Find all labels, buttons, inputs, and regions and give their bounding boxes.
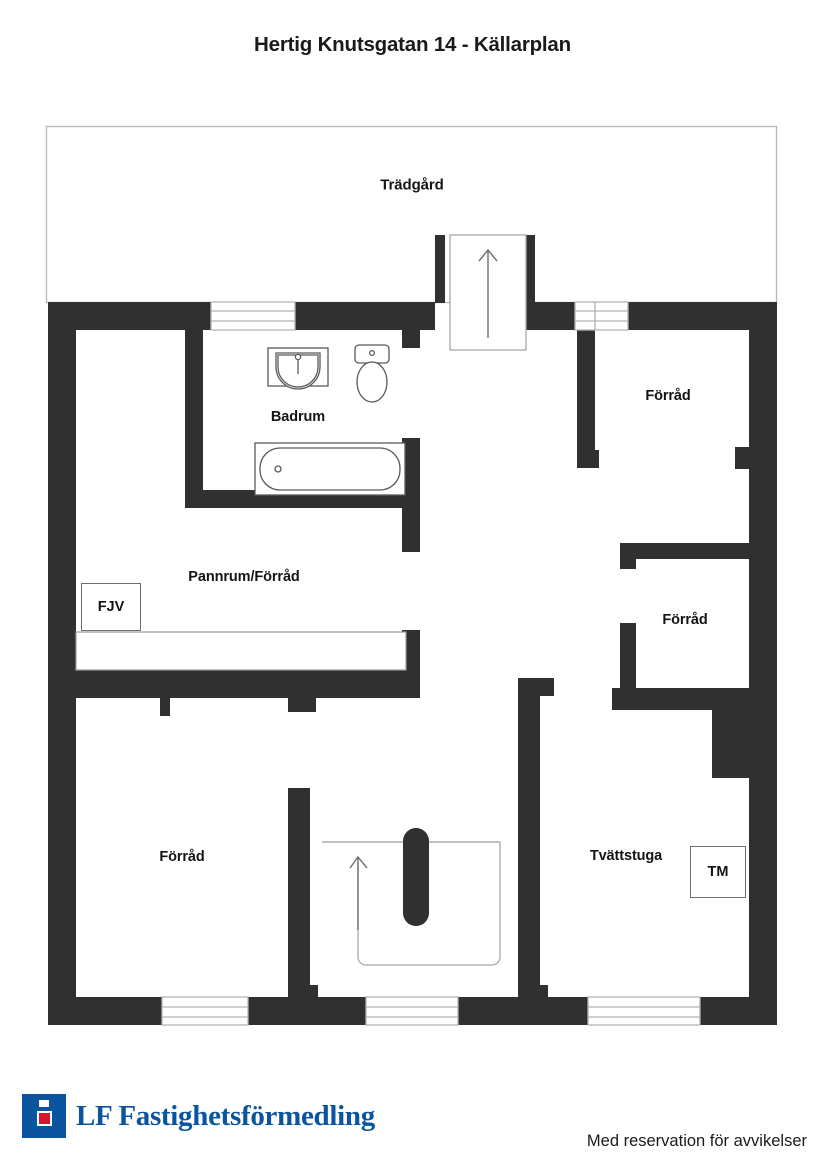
window-bottom-left: [161, 996, 249, 1026]
room-label-forrad-upper-right: Förråd: [645, 388, 691, 404]
toilet-icon: [354, 344, 390, 403]
bathroom-fixtures: [254, 344, 406, 496]
upper-stair: [449, 234, 527, 351]
fjv-unit: FJV: [81, 583, 141, 631]
windows: [161, 301, 701, 1026]
walls: [48, 235, 777, 1025]
tm-label: TM: [707, 864, 729, 880]
garden-area: [45, 125, 778, 304]
window-top-right-b: [594, 301, 629, 331]
room-label-pannrum-forrad: Pannrum/Förråd: [188, 569, 300, 585]
pannrum-shelf: [75, 631, 407, 671]
disclaimer-text: Med reservation för avvikelser: [586, 1132, 807, 1150]
footer: LF Fastighetsförmedling Med reservation …: [0, 1080, 825, 1167]
window-bottom-right: [587, 996, 701, 1026]
lower-stair: [322, 828, 501, 966]
garden-label: Trädgård: [380, 176, 444, 194]
room-label-forrad-lower-left: Förråd: [159, 849, 205, 865]
bathtub-icon: [254, 442, 406, 496]
window-top-left: [210, 301, 296, 331]
lf-logo-icon: [22, 1094, 66, 1138]
brand-name: LF Fastighetsförmedling: [76, 1099, 375, 1132]
sink-icon: [267, 347, 329, 390]
fjv-label: FJV: [97, 599, 125, 615]
window-top-right-a: [574, 301, 596, 331]
room-label-badrum: Badrum: [270, 409, 326, 425]
room-label-tvattstuga: Tvättstuga: [589, 848, 663, 864]
page-title: Hertig Knutsgatan 14 - Källarplan: [254, 33, 571, 56]
floor-plan: Trädgård Badrum Pannrum/Förråd Förråd Fö…: [45, 125, 778, 1026]
brand-logo: LF Fastighetsförmedling: [22, 1094, 375, 1138]
tm-unit: TM: [690, 846, 746, 898]
floor-plan-drawing: [45, 125, 778, 1026]
window-bottom-center: [365, 996, 459, 1026]
room-label-forrad-mid-right: Förråd: [662, 612, 708, 628]
